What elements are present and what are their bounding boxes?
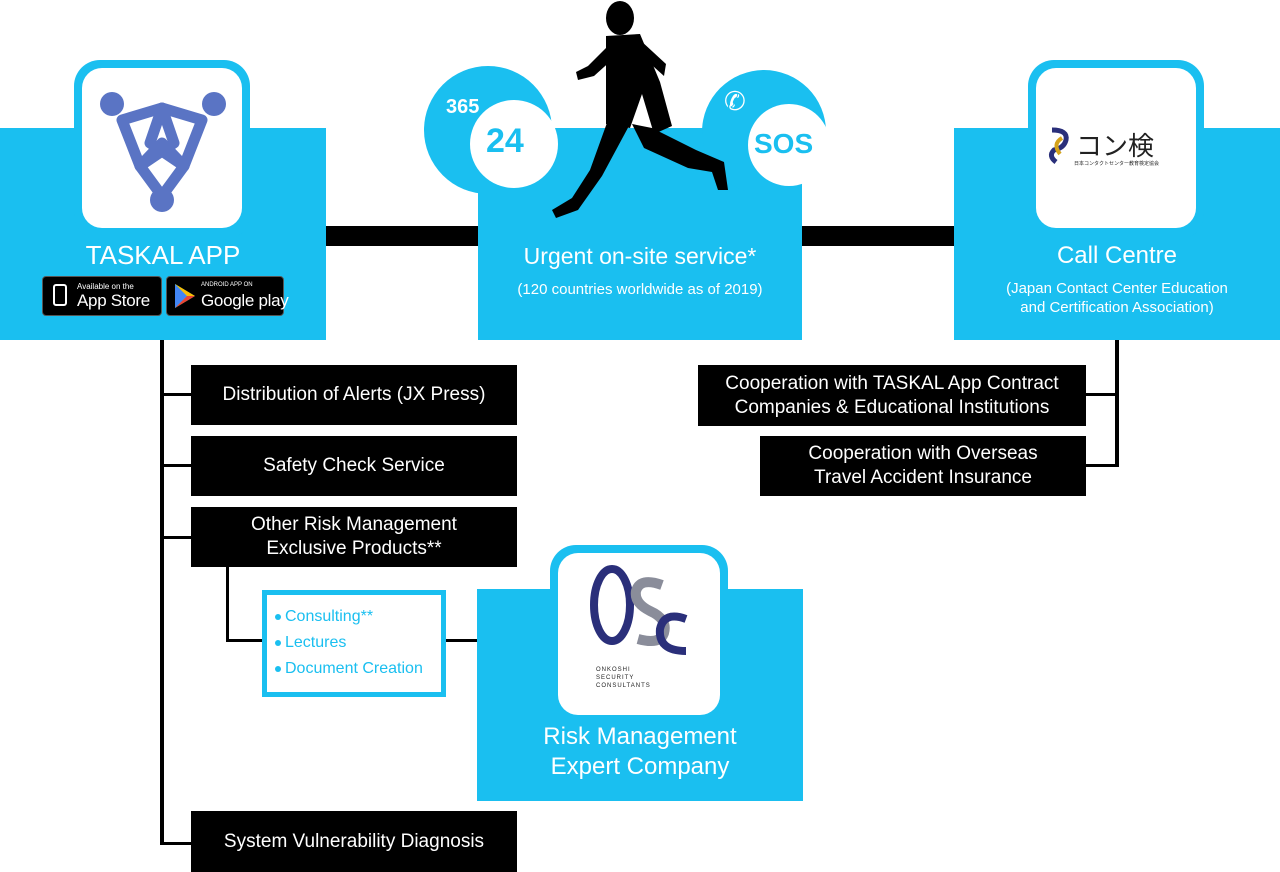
kontaken-mark-icon	[1048, 127, 1069, 164]
alerts-box: Distribution of Alerts (JX Press)	[191, 365, 517, 425]
osc-logo-line3: CONSULTANTS	[596, 683, 651, 689]
list-item: Document Creation	[275, 656, 423, 682]
call-centre-logo-subtext: 日本コンタクトセンター教育検定協会	[1074, 161, 1160, 167]
left-vertical-connector	[160, 340, 164, 845]
google-play-icon	[175, 284, 195, 308]
apple-icon	[53, 284, 67, 306]
coop-insurance-label-line1: Cooperation with Overseas	[808, 443, 1038, 464]
google-play-label: Google play	[201, 291, 289, 310]
taskal-logo-icon	[100, 92, 226, 212]
coop-taskal-label-line2: Companies & Educational Institutions	[734, 396, 1050, 418]
bullet-icon	[275, 665, 281, 672]
badge-sos-circle	[748, 104, 830, 186]
running-man-icon	[552, 1, 728, 218]
branch-vulnerability	[160, 842, 192, 845]
list-item-label: Consulting**	[285, 608, 374, 625]
alerts-label: Distribution of Alerts (JX Press)	[222, 384, 486, 405]
bullet-icon	[275, 639, 281, 646]
branch-coop1	[1086, 393, 1119, 396]
badge-sos-label: SOS	[754, 128, 814, 159]
phone-icon: ✆	[724, 86, 746, 116]
list-item-label: Lectures	[285, 634, 347, 651]
taskal-logo-frame	[82, 68, 242, 228]
app-store-badge[interactable]: Available on the App Store	[42, 276, 162, 316]
branch-alerts	[160, 393, 192, 396]
taskal-node-bottom	[150, 188, 174, 212]
connector-taskal-urgent	[326, 226, 478, 246]
list-item-label: Document Creation	[285, 660, 423, 677]
taskal-title: TASKAL APP	[85, 240, 241, 270]
vulnerability-label: System Vulnerability Diagnosis	[223, 830, 485, 852]
badge-24-label: 24	[486, 122, 524, 160]
call-centre-logo-text: コン検	[1076, 132, 1155, 162]
branch-coop2	[1086, 464, 1119, 467]
call-centre-subtitle-line1: (Japan Contact Center Education	[1006, 280, 1228, 297]
sub-branch-list	[226, 639, 264, 642]
vulnerability-box: System Vulnerability Diagnosis	[191, 811, 517, 872]
safety-check-box: Safety Check Service	[191, 436, 517, 496]
right-vertical-connector	[1115, 340, 1119, 467]
taskal-node-left	[100, 92, 124, 116]
list-item: Lectures	[275, 630, 423, 656]
badge-365-label: 365	[446, 96, 480, 118]
connector-list-risk	[444, 639, 478, 642]
app-store-small-label: Available on the	[77, 282, 134, 291]
urgent-title: Urgent on-site service*	[523, 243, 757, 269]
call-centre-logo-frame: コン検 日本コンタクトセンター教育検定協会	[1036, 68, 1196, 228]
other-products-box: Other Risk Management Exclusive Products…	[191, 507, 517, 567]
app-store-label: App Store	[77, 291, 150, 310]
branch-other	[160, 536, 192, 539]
google-play-badge[interactable]: ANDROID APP ON Google play	[166, 276, 289, 316]
coop-taskal-label-line1: Cooperation with TASKAL App Contract	[725, 372, 1059, 394]
services-list-box: Consulting** Lectures Document Creation	[262, 590, 446, 697]
branch-safety	[160, 464, 192, 467]
risk-logo-frame: ONKOSHI SECURITY CONSULTANTS	[558, 553, 720, 715]
coop-insurance-label-line2: Travel Accident Insurance	[814, 467, 1032, 488]
safety-check-label: Safety Check Service	[263, 455, 445, 476]
other-products-label-line1: Other Risk Management	[251, 514, 457, 535]
risk-title-line2: Expert Company	[550, 753, 730, 780]
list-item: Consulting**	[275, 604, 423, 630]
bullet-icon	[275, 613, 281, 620]
sub-vertical-connector	[226, 567, 229, 642]
google-play-small-label: ANDROID APP ON	[201, 282, 253, 288]
other-products-label-line2: Exclusive Products**	[266, 538, 442, 559]
call-centre-title: Call Centre	[1056, 242, 1178, 269]
call-centre-subtitle-line2: and Certification Association)	[1020, 299, 1214, 316]
coop-insurance-box: Cooperation with Overseas Travel Acciden…	[760, 436, 1086, 496]
osc-logo-line2: SECURITY	[596, 675, 635, 681]
taskal-node-right	[202, 92, 226, 116]
badge-24-circle	[470, 100, 558, 188]
osc-logo-line1: ONKOSHI	[596, 667, 631, 673]
connector-urgent-callcentre	[802, 226, 954, 246]
urgent-subtitle: (120 countries worldwide as of 2019)	[517, 281, 763, 298]
risk-title-line1: Risk Management	[543, 723, 737, 750]
coop-taskal-box: Cooperation with TASKAL App Contract Com…	[698, 365, 1086, 426]
osc-logo-icon	[590, 565, 688, 655]
